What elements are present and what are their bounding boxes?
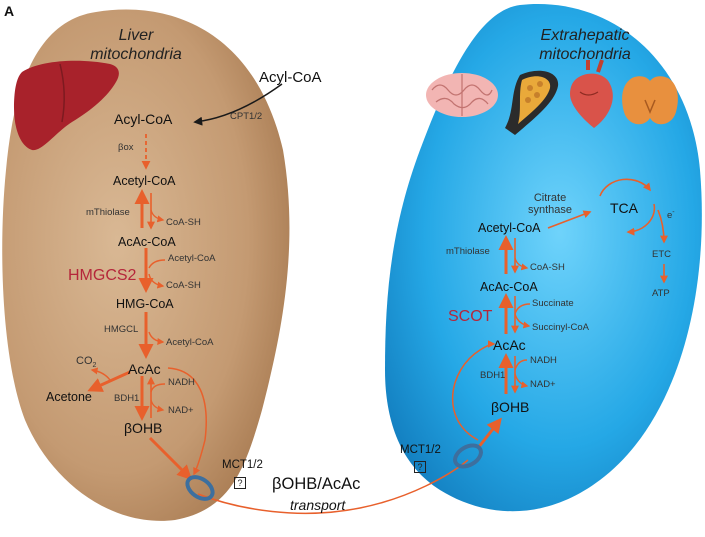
- extra-bdh1: BDH1: [480, 370, 506, 381]
- transport-label-line2: transport: [290, 497, 346, 513]
- extra-succinate: Succinate: [532, 298, 574, 309]
- extra-mthiolase: mThiolase: [446, 246, 490, 257]
- extra-citrate-synthase: Citrate synthase: [528, 192, 573, 216]
- extra-nad-plus: NAD+: [530, 379, 556, 390]
- extra-acac-coa: AcAc-CoA: [480, 280, 538, 294]
- liver-acetyl-coa-in: Acetyl-CoA: [168, 253, 216, 264]
- external-acyl-coa: Acyl-CoA: [259, 69, 322, 86]
- extrahepatic-title-line1: Extrahepatic: [540, 27, 630, 44]
- liver-acetyl-coa: Acetyl-CoA: [113, 174, 176, 188]
- extra-bohb: βOHB: [491, 399, 530, 415]
- liver-coa-sh-2: CoA-SH: [166, 280, 201, 291]
- liver-beta-ox: βox: [118, 142, 134, 153]
- liver-nad-plus: NAD+: [168, 405, 194, 416]
- liver-hmgcl: HMGCL: [104, 324, 139, 335]
- liver-acetyl-coa-out: Acetyl-CoA: [166, 337, 214, 348]
- muscle-icon: [505, 70, 559, 135]
- extrahepatic-mitochondrion: [385, 3, 702, 512]
- liver-co2: CO2: [76, 355, 97, 370]
- panel-label: A: [4, 3, 15, 19]
- extra-nadh: NADH: [530, 355, 557, 366]
- extra-tca: TCA: [610, 200, 638, 216]
- extra-acetyl-coa: Acetyl-CoA: [478, 221, 541, 235]
- liver-title-line1: Liver: [118, 27, 154, 44]
- liver-title-line2: mitochondria: [90, 46, 182, 63]
- liver-title: Liver mitochondria: [74, 26, 198, 64]
- extrahepatic-pathway-arrows: [452, 178, 668, 449]
- liver-acac: AcAc: [128, 361, 161, 377]
- extra-acac: AcAc: [493, 337, 526, 353]
- liver-acac-coa: AcAc-CoA: [118, 235, 176, 249]
- liver-nadh: NADH: [168, 377, 195, 388]
- liver-acyl-coa: Acyl-CoA: [114, 111, 173, 127]
- extrahepatic-title-line2: mitochondria: [539, 46, 631, 63]
- extra-succinyl-coa: Succinyl-CoA: [532, 322, 590, 333]
- liver-pathway-arrows: [87, 134, 207, 481]
- extra-coa-sh: CoA-SH: [530, 262, 565, 273]
- brain-icon: [426, 73, 498, 117]
- kidney-icon: [622, 76, 678, 125]
- liver-mct-unknown: ?: [234, 477, 246, 489]
- liver-hmg-coa: HMG-CoA: [116, 297, 174, 311]
- liver-bdh1: BDH1: [114, 393, 140, 404]
- extrahepatic-mct-transporter: [453, 443, 483, 469]
- liver-hmgcs2: HMGCS2: [68, 267, 137, 284]
- liver-mct-label: MCT1/2: [222, 459, 263, 471]
- liver-coa-sh-1: CoA-SH: [166, 217, 201, 228]
- extra-electrons: e-: [667, 209, 675, 222]
- extra-atp: ATP: [652, 288, 670, 299]
- extra-mct-label: MCT1/2: [400, 444, 441, 456]
- liver-mthiolase: mThiolase: [86, 207, 130, 218]
- extra-scot: SCOT: [448, 308, 493, 325]
- liver-mct-transporter: [185, 475, 215, 501]
- liver-bohb: βOHB: [124, 420, 163, 436]
- cpt-label: CPT1/2: [230, 111, 263, 122]
- extra-mct-unknown: ?: [414, 461, 426, 473]
- transport-label-line1: βOHB/AcAc: [272, 475, 361, 493]
- extrahepatic-title: Extrahepatic mitochondria: [515, 26, 655, 64]
- transport-curve: [197, 459, 469, 515]
- extra-etc: ETC: [652, 249, 671, 260]
- liver-icon: [14, 60, 119, 151]
- liver-acetone: Acetone: [46, 390, 92, 404]
- acyl-coa-import-arrow: [193, 83, 283, 126]
- heart-icon: [570, 59, 613, 128]
